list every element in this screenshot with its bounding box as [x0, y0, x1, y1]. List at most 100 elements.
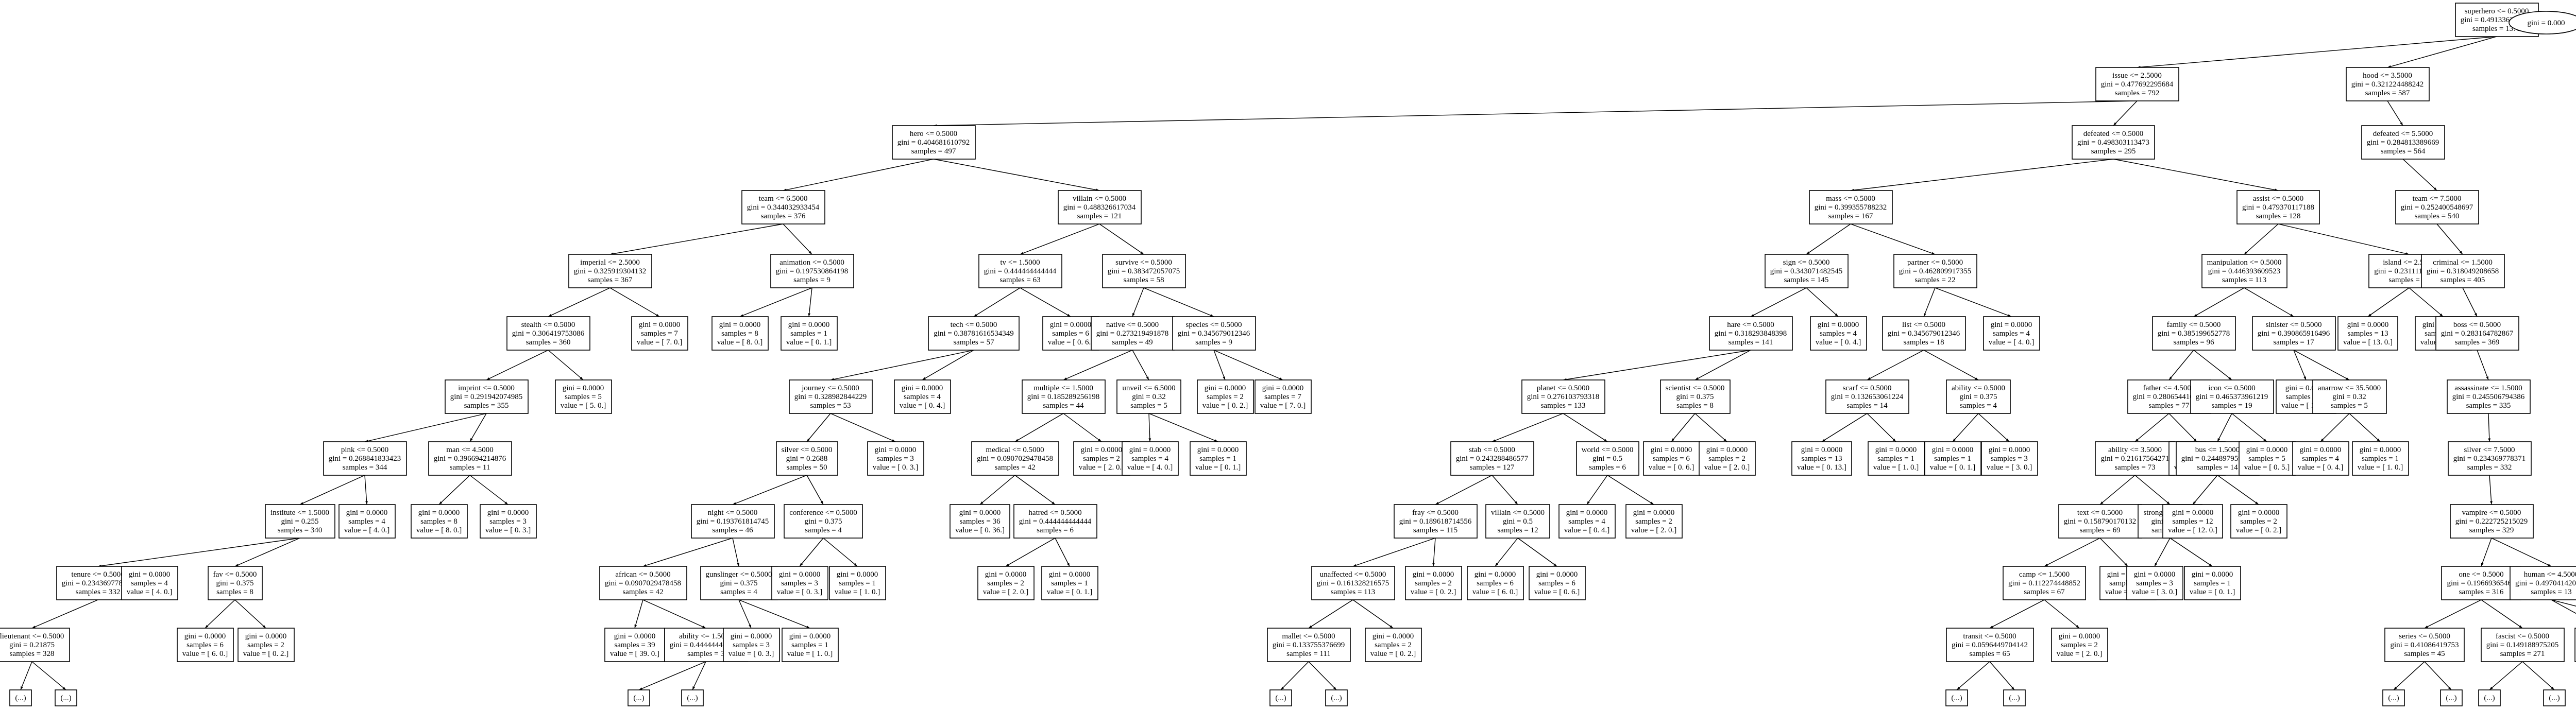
tree-edge — [2489, 661, 2523, 690]
node-line: samples = 67 — [2024, 588, 2065, 596]
edge-arrowhead — [1309, 625, 1312, 628]
edge-arrowhead — [2548, 564, 2551, 566]
node-line: gini = 0.0000 — [875, 446, 917, 454]
node-line: value = [ 0. 1.] — [1930, 463, 1975, 472]
tree-edge — [2044, 599, 2080, 629]
node-box — [1791, 441, 1852, 476]
node-box — [2510, 566, 2576, 600]
node-line: samples = 340 — [278, 526, 323, 534]
node-line: value = [ 0. 2.] — [2236, 526, 2281, 534]
tree-edge — [738, 599, 752, 629]
node-line: (...) — [1331, 694, 1342, 702]
node-line: samples = 53 — [810, 402, 851, 410]
node-line: samples = 2 — [1375, 641, 1412, 649]
node-line: medical <= 0.5000 — [986, 446, 1044, 454]
node-line: animation <= 0.5000 — [779, 258, 844, 267]
node-line: (...) — [633, 694, 644, 702]
node-line: gini = 0.0000 — [129, 570, 171, 579]
edge-arrowhead — [1953, 438, 1956, 442]
tree-edge — [2424, 661, 2452, 690]
node-box — [208, 566, 263, 600]
node-line: gini = 0.0000 — [1989, 446, 2030, 454]
node-box — [1405, 566, 1462, 600]
node-box — [894, 379, 951, 414]
node-box — [1116, 379, 1181, 414]
node-line: gini = 0.479370117188 — [2242, 203, 2314, 212]
tree-edge — [2551, 599, 2576, 614]
node-line: gini = 0.0000 — [837, 570, 878, 579]
edge-arrowhead — [1587, 501, 1590, 505]
node-line: samples = 360 — [526, 338, 571, 347]
node-line: species <= 0.5000 — [1186, 321, 1242, 329]
tree-edge — [2231, 413, 2267, 442]
tree-edge — [2244, 287, 2294, 317]
node-line: samples = 5 — [1130, 402, 1167, 410]
node-line: hero <= 0.5000 — [910, 130, 957, 138]
node-line: samples = 6 — [1037, 526, 1074, 534]
node-line: gini = 0.0000 — [1262, 384, 1304, 392]
truncated-node: (...) — [2543, 689, 2566, 706]
node-line: value = [ 0. 6.] — [1649, 463, 1694, 472]
tree-edge — [1020, 223, 1100, 255]
tree-edge — [1492, 475, 1518, 505]
tree-edge — [830, 413, 896, 442]
node-line: value = [ 1. 0.] — [1873, 463, 1919, 472]
node-line: samples = 2 — [1415, 579, 1452, 587]
edge-arrowhead — [1063, 377, 1067, 380]
edge-arrowhead — [1514, 501, 1518, 505]
tree-edge — [1099, 223, 1144, 255]
edge-arrowhead — [1867, 377, 1871, 380]
node-line: gini = 0.32 — [1132, 393, 1166, 401]
edge-arrowhead — [2255, 501, 2259, 505]
node-line: gini = 0.0000 — [1651, 446, 1692, 454]
node-line: assist <= 0.5000 — [2253, 195, 2303, 203]
node-line: hare <= 0.5000 — [1727, 321, 1774, 329]
node-box — [1576, 441, 1639, 476]
edge-arrowhead — [1723, 438, 1727, 442]
node-line: gini = 0.0907029478458 — [605, 579, 681, 587]
tree-edge — [2320, 413, 2350, 442]
node-box — [599, 566, 687, 600]
tree-edge — [2481, 538, 2492, 567]
tree-edge — [634, 599, 643, 629]
tree-edge — [2134, 413, 2170, 442]
node-box — [2003, 566, 2086, 600]
tree-edge — [1280, 661, 1309, 690]
node-line: samples = 1 — [2194, 579, 2231, 587]
tree-edge — [1989, 661, 2015, 690]
node-box — [555, 379, 612, 414]
node-line: samples = 96 — [2173, 338, 2214, 347]
tree-edge — [806, 475, 824, 505]
node-box — [1945, 689, 1968, 706]
node-line: mallet <= 0.5000 — [1282, 632, 1335, 640]
node-line: samples = 15 — [2388, 276, 2429, 284]
node-line: gini = 0.268841833423 — [329, 455, 401, 463]
edge-arrowhead — [656, 314, 659, 317]
tree-edge — [2424, 599, 2482, 629]
tree-edge — [2367, 287, 2410, 317]
tree-edge — [2192, 475, 2218, 505]
node-line: gini = 0.345679012346 — [1178, 330, 1250, 338]
node-line: samples = 3 — [687, 650, 724, 658]
node-box — [445, 379, 529, 414]
node-line: fascist <= 0.5000 — [2496, 632, 2549, 640]
node-box — [1643, 441, 1700, 476]
